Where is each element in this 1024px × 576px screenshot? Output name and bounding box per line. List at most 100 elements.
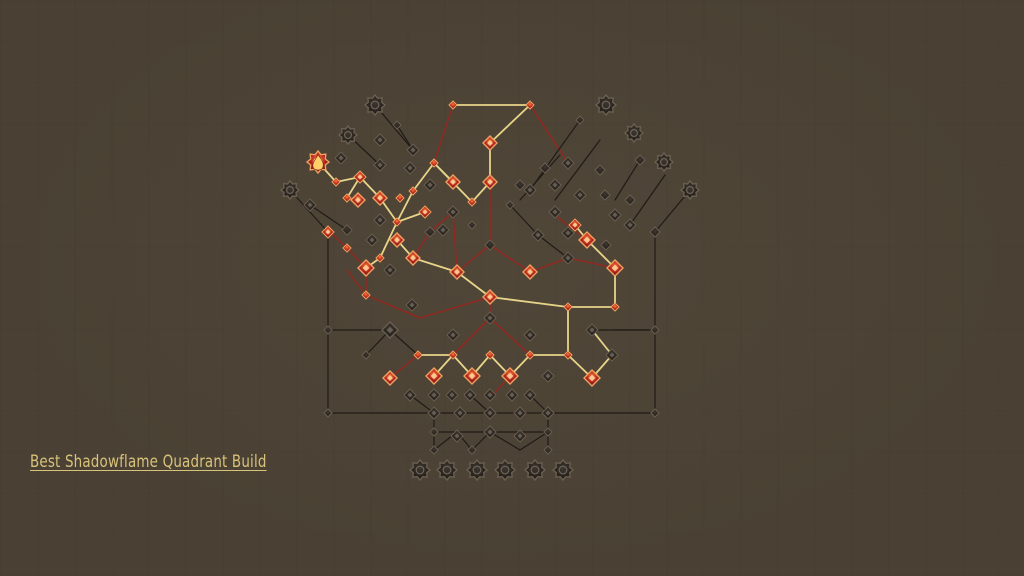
skill-node-active[interactable]: [331, 177, 341, 187]
skill-node-locked[interactable]: [429, 445, 439, 455]
skill-node-locked[interactable]: [623, 218, 637, 232]
skill-node-locked[interactable]: [383, 263, 397, 277]
skill-node-locked[interactable]: [337, 124, 359, 146]
skill-node-locked[interactable]: [381, 321, 399, 339]
skill-node-active[interactable]: [361, 290, 371, 300]
skill-node-active[interactable]: [467, 197, 477, 207]
skill-node-locked[interactable]: [623, 122, 645, 144]
skill-node-locked[interactable]: [365, 233, 379, 247]
skill-node-locked[interactable]: [453, 406, 467, 420]
skill-node-locked[interactable]: [467, 220, 477, 230]
skill-node-active[interactable]: [395, 193, 405, 203]
skill-node-active[interactable]: [448, 100, 458, 110]
skill-node-locked[interactable]: [463, 388, 477, 402]
skill-node-active[interactable]: [392, 217, 402, 227]
skill-node-locked[interactable]: [429, 427, 439, 437]
skill-node-locked[interactable]: [513, 429, 527, 443]
skill-node-locked[interactable]: [445, 388, 459, 402]
skill-node-active[interactable]: [418, 205, 432, 219]
skill-node-active[interactable]: [610, 302, 620, 312]
skill-node-active[interactable]: [372, 190, 388, 206]
skill-node-locked[interactable]: [543, 445, 553, 455]
skill-node-active[interactable]: [563, 350, 573, 360]
skill-node-locked[interactable]: [406, 143, 420, 157]
skill-node-locked[interactable]: [427, 388, 441, 402]
skill-node-locked[interactable]: [585, 323, 599, 337]
skill-node-locked[interactable]: [373, 213, 387, 227]
skill-node-locked[interactable]: [341, 224, 353, 236]
skill-node-locked[interactable]: [543, 427, 553, 437]
skill-node-active[interactable]: [408, 186, 418, 196]
skill-node-locked[interactable]: [505, 200, 515, 210]
skill-node-locked[interactable]: [446, 328, 460, 342]
skill-node-active[interactable]: [389, 232, 405, 248]
skill-node-locked[interactable]: [424, 226, 436, 238]
skill-node-locked[interactable]: [403, 388, 417, 402]
skill-node-active[interactable]: [448, 350, 458, 360]
skill-node-locked[interactable]: [334, 151, 348, 165]
skill-node-locked[interactable]: [523, 388, 537, 402]
skill-node-active[interactable]: [568, 218, 582, 232]
skill-node-locked[interactable]: [551, 458, 575, 482]
skill-node-locked[interactable]: [523, 328, 537, 342]
skill-node-locked[interactable]: [408, 458, 432, 482]
skill-node-locked[interactable]: [650, 408, 660, 418]
skill-node-locked[interactable]: [514, 179, 526, 191]
skill-node-locked[interactable]: [323, 408, 333, 418]
skill-node-locked[interactable]: [435, 458, 459, 482]
skill-node-locked[interactable]: [423, 178, 437, 192]
skill-node-locked[interactable]: [279, 179, 301, 201]
skill-node-locked[interactable]: [467, 445, 477, 455]
skill-node-active[interactable]: [583, 369, 601, 387]
skill-node-locked[interactable]: [548, 205, 562, 219]
skill-node-locked[interactable]: [483, 311, 497, 325]
skill-node-active[interactable]: [485, 350, 495, 360]
skill-node-active[interactable]: [425, 367, 443, 385]
skill-node-locked[interactable]: [505, 388, 519, 402]
skill-node-active[interactable]: [482, 135, 498, 151]
skill-node-locked[interactable]: [679, 179, 701, 201]
skill-node-locked[interactable]: [561, 226, 575, 240]
skill-node-locked[interactable]: [594, 164, 606, 176]
skill-node-locked[interactable]: [392, 120, 402, 130]
skill-node-active[interactable]: [482, 174, 498, 190]
skill-node-active[interactable]: [342, 193, 352, 203]
skill-node-locked[interactable]: [634, 154, 646, 166]
skill-node-locked[interactable]: [650, 325, 660, 335]
skill-node-active[interactable]: [429, 158, 439, 168]
skill-node-locked[interactable]: [427, 406, 441, 420]
skill-node-locked[interactable]: [493, 458, 517, 482]
skill-node-active[interactable]: [525, 100, 535, 110]
skill-node-active[interactable]: [405, 250, 421, 266]
skill-node-locked[interactable]: [531, 228, 545, 242]
skill-node-locked[interactable]: [483, 406, 497, 420]
skill-node-locked[interactable]: [465, 458, 489, 482]
skill-node-active[interactable]: [321, 225, 335, 239]
skill-node-active[interactable]: [350, 192, 366, 208]
skill-node-locked[interactable]: [539, 162, 551, 174]
skill-node-locked[interactable]: [541, 369, 555, 383]
skill-node-locked[interactable]: [483, 388, 497, 402]
skill-node-locked[interactable]: [513, 406, 527, 420]
build-title-link[interactable]: Best Shadowflame Quadrant Build: [30, 452, 267, 472]
skill-node-active[interactable]: [501, 367, 519, 385]
skill-node-locked[interactable]: [561, 251, 575, 265]
skill-node-locked[interactable]: [303, 198, 317, 212]
skill-node-locked[interactable]: [450, 429, 464, 443]
skill-node-active[interactable]: [578, 231, 596, 249]
skill-node-locked[interactable]: [548, 178, 562, 192]
skill-node-locked[interactable]: [436, 223, 450, 237]
skill-node-locked[interactable]: [653, 151, 675, 173]
skill-node-active[interactable]: [375, 253, 385, 263]
skill-node-locked[interactable]: [624, 194, 636, 206]
skill-node-locked[interactable]: [605, 348, 619, 362]
skill-node-active[interactable]: [522, 264, 538, 280]
skill-node-active[interactable]: [525, 350, 535, 360]
skill-node-locked[interactable]: [405, 298, 419, 312]
skill-node-locked[interactable]: [600, 239, 612, 251]
skill-node-locked[interactable]: [599, 189, 611, 201]
skill-node-locked[interactable]: [649, 226, 661, 238]
skill-node-active[interactable]: [353, 170, 367, 184]
skill-node-active[interactable]: [357, 259, 375, 277]
skill-node-locked[interactable]: [541, 406, 555, 420]
